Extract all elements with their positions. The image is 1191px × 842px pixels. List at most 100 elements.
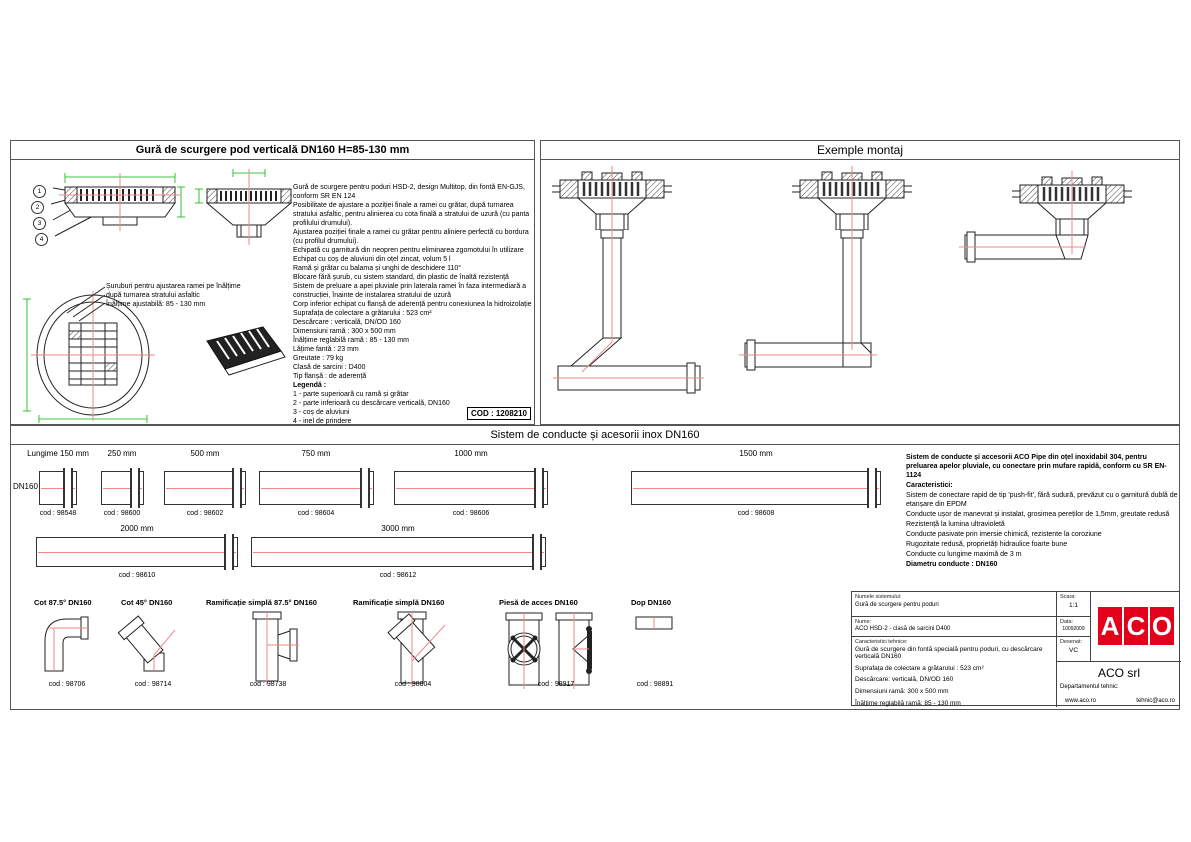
pipe-centerline <box>261 488 372 489</box>
pipe-system-panel: Sistem de conducte și acesorii inox DN16… <box>10 425 1181 710</box>
description-line: Rugozitate redusă, proprietăți hidraulic… <box>906 541 1068 548</box>
elbow-87-drawing <box>44 616 89 672</box>
pipe-centerline <box>103 488 142 489</box>
description-line: Conducte cu lungime maximă de 3 m <box>906 551 1022 558</box>
company-box: ACO srl Departamentul tehnic: www.aco.ro… <box>1057 662 1181 707</box>
field-label: Scara: <box>1060 594 1076 600</box>
field-value: Gură de scurgere pentru poduri <box>855 602 939 608</box>
pipe-length-label: 1500 mm <box>739 449 773 458</box>
description-line: Sistem de conducte și accesorii ACO Pipe… <box>906 454 1167 479</box>
panel-title-examples: Exemple montaj <box>541 141 1179 160</box>
pipe-code: cod : 98608 <box>737 510 775 517</box>
pipe-drawing-150mm <box>39 468 77 508</box>
description-line: Rezistență la lumina ultravioletă <box>906 521 1005 528</box>
spec-line: Descărcare : verticală, DN/OD 160 <box>293 319 401 326</box>
field-value: VC <box>1068 647 1079 654</box>
panel-title-pipes: Sistem de conducte și acesorii inox DN16… <box>11 426 1179 445</box>
assembly-long-vertical <box>552 166 704 394</box>
fitting-code: cod : 98891 <box>636 681 674 688</box>
title-block-date: Data: 10092009 <box>1057 617 1091 637</box>
section-view-drawing <box>50 173 185 237</box>
department-label: Departamentul tehnic: <box>1060 684 1119 690</box>
pipe-drawing-750mm <box>259 468 374 508</box>
email-link[interactable]: tehnic@aco.ro <box>1136 698 1175 704</box>
field-label: Desenat: <box>1060 639 1083 645</box>
pipe-drawing-1500mm <box>631 468 881 508</box>
spec-line: Tip flanșă : de aderență <box>293 373 367 380</box>
title-block-name: Nume: ACO HSD-2 - clasă de sarcini D400 <box>852 617 1057 637</box>
description-line: Ajustarea poziției finale a ramei cu gră… <box>293 229 529 245</box>
pipe-length-label: 250 mm <box>107 449 137 458</box>
pipe-length-label: 2000 mm <box>120 524 154 533</box>
fitting-name: Ramificație simplă DN160 <box>353 598 445 607</box>
logo-letter: A <box>1098 607 1122 645</box>
pipe-socket <box>534 468 544 508</box>
mounting-examples-drawing <box>552 166 1132 394</box>
height-adjust-annotation: Șuruburi pentru ajustarea ramei pe înălț… <box>106 282 281 309</box>
logo-letter: C <box>1124 607 1148 645</box>
pipe-code: cod : 98606 <box>452 510 490 517</box>
spec-line: Lățime fantă : 23 mm <box>293 346 359 353</box>
pipe-drawing-2000mm <box>36 534 238 570</box>
front-section-drawing <box>195 169 293 245</box>
description-line: Ramă și grătar cu balama și unghi de des… <box>293 265 462 272</box>
pipe-socket <box>130 468 140 508</box>
pipe-socket <box>360 468 370 508</box>
description-line: Sistem de conectare rapid de tip 'push-f… <box>906 492 1178 508</box>
pipe-code: cod : 98548 <box>39 510 77 517</box>
description-line: Echipată cu garnitură din neopren pentru… <box>293 247 524 254</box>
description-line: Caracteristici: <box>906 482 953 489</box>
description-line: Diametru conducte : DN160 <box>906 561 998 568</box>
callout-4: 4 <box>35 233 48 246</box>
pipe-code: cod : 98602 <box>186 510 224 517</box>
drain-datasheet-panel: Gură de scurgere pod verticală DN160 H=8… <box>10 140 535 425</box>
field-label: Nume: <box>855 619 872 625</box>
pipe-centerline <box>253 552 544 553</box>
description-line: Conducte pasivate prin imersie chimică, … <box>906 531 1102 538</box>
fitting-code: cod : 98917 <box>537 681 575 688</box>
fitting-code: cod : 98738 <box>249 681 287 688</box>
pipe-system-description: Sistem de conducte și accesorii ACO Pipe… <box>906 453 1178 570</box>
field-value: 10092009 <box>1062 626 1085 632</box>
field-value: ACO HSD-2 - clasă de sarcini D400 <box>855 626 951 632</box>
tech-line: Suprafața de colectare a grătarului : 52… <box>855 664 984 672</box>
description-line: Corp inferior echipat cu flanșă de adere… <box>293 301 532 308</box>
pipe-centerline <box>396 488 546 489</box>
fitting-code: cod : 98804 <box>394 681 432 688</box>
fitting-code: cod : 98714 <box>134 681 172 688</box>
field-label: Data: <box>1060 619 1074 625</box>
callout-3: 3 <box>33 217 46 230</box>
legend-item: 2 - parte inferioară cu descărcare verti… <box>293 400 450 407</box>
pipe-length-label: 750 mm <box>301 449 331 458</box>
assembly-short-elbow <box>959 171 1132 263</box>
field-value: 1:1 <box>1068 602 1079 609</box>
branch-87-drawing <box>252 611 299 685</box>
panel-title-drain: Gură de scurgere pod verticală DN160 H=8… <box>11 141 534 160</box>
pipe-socket <box>532 534 542 570</box>
tech-line: Gură de scurgere din fontă specială pent… <box>855 646 1043 660</box>
plan-view-drawing <box>23 291 155 423</box>
description-line: Gură de scurgere pentru poduri HSD-2, de… <box>293 184 525 200</box>
pipe-length-label: Lungime 150 mm <box>27 449 89 458</box>
pipe-centerline <box>41 488 75 489</box>
spec-line: Înălțime reglabilă ramă : 85 - 130 mm <box>293 337 409 344</box>
fitting-name: Cot 87.5° DN160 <box>34 598 92 607</box>
pipe-centerline <box>633 488 879 489</box>
product-description: Gură de scurgere pentru poduri HSD-2, de… <box>293 183 537 426</box>
legend-item: 1 - parte superioară cu ramă și grătar <box>293 391 409 398</box>
end-cap-drawing <box>635 616 673 630</box>
title-block-tech: Caracteristici tehnice: Gură de scurgere… <box>852 637 1057 707</box>
pipe-centerline <box>38 552 236 553</box>
title-block-system-name: Numele sistemului: Gură de scurgere pent… <box>852 592 1057 617</box>
annotation-line: Înălțime ajustabilă: 85 - 130 mm <box>106 301 206 308</box>
annotation-line: după turnarea stratului asfaltic <box>106 292 200 299</box>
dn-label: DN160 <box>13 482 38 491</box>
tech-line: Dimensiuni ramă: 300 x 500 mm <box>855 688 949 696</box>
pipe-drawing-3000mm <box>251 534 546 570</box>
website-link[interactable]: www.aco.ro <box>1065 698 1097 704</box>
field-label: Numele sistemului: <box>855 594 902 600</box>
tech-line: Înălțime reglabilă ramă: 85 - 130 mm <box>855 699 961 707</box>
description-line: Conducte ușor de manevrat și instalat, g… <box>906 511 1170 518</box>
assembly-mid-elbow <box>739 166 912 371</box>
pipe-length-label: 500 mm <box>190 449 220 458</box>
